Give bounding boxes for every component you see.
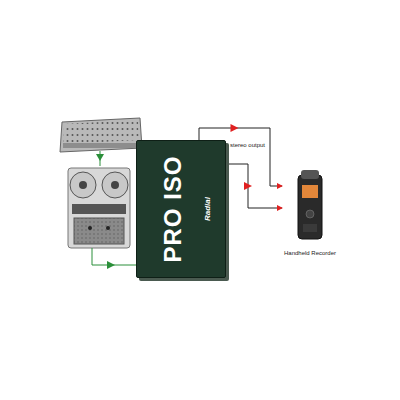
flow-arrowhead [231,124,239,132]
product-name: PRO ISO [159,155,187,262]
flow-arrowhead [244,182,252,190]
brand-name: Radial [203,197,212,221]
isolator-box: PRO ISO Radial [136,140,226,278]
signal-arrow [96,151,104,166]
handheld-recorder [298,170,322,239]
signal-label: stereo output [229,142,266,148]
reel-to-reel-deck [68,168,130,248]
mixing-console [60,118,142,152]
device-caption: Handheld Recorder [282,250,338,256]
audio-cable [226,164,282,208]
signal-wire [92,248,136,269]
recorder-node: Handheld Recorder [282,166,338,256]
